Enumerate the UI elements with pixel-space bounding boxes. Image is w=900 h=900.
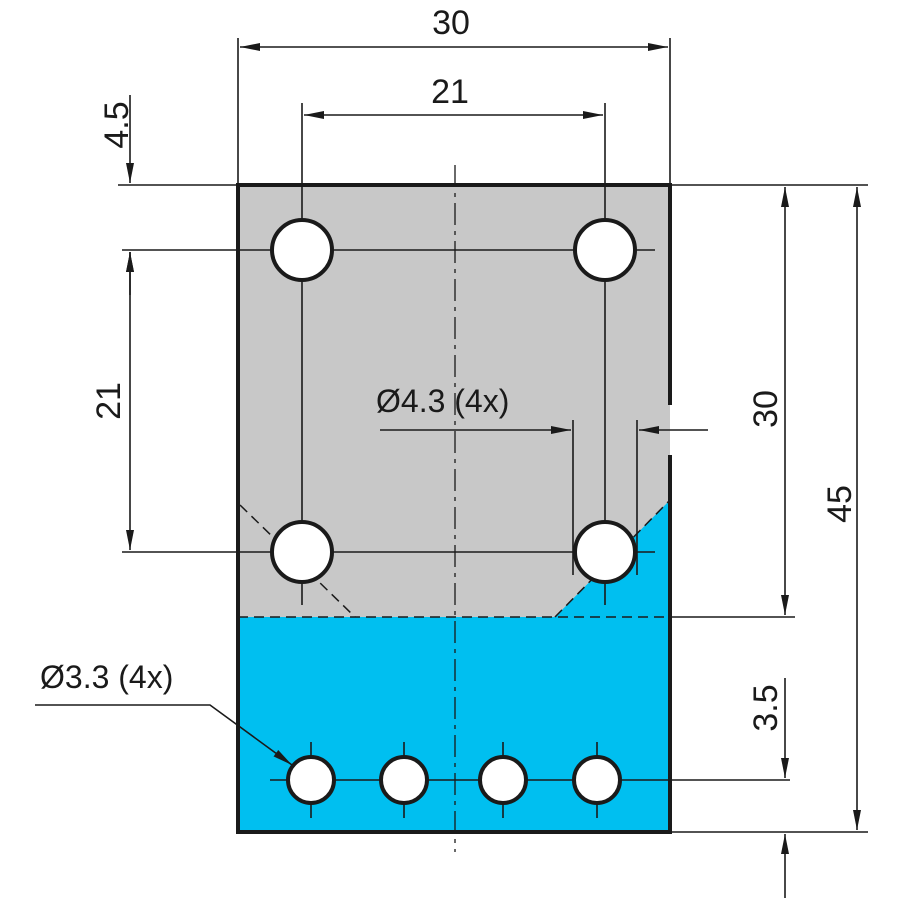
note-large-holes: Ø4.3 (4x): [376, 383, 509, 419]
large-hole-bottom-left: [270, 520, 334, 584]
small-hole-2: [379, 755, 429, 805]
dim-overall-height: 45: [821, 485, 859, 523]
dim-top-offset: 4.5: [98, 101, 136, 148]
dim-upper-plate-height: 30: [747, 390, 785, 428]
small-hole-3: [478, 755, 528, 805]
dim-hole-spacing-width: 21: [431, 73, 469, 111]
large-hole-top-right: [573, 218, 637, 282]
small-hole-1: [286, 755, 336, 805]
note-small-holes: Ø3.3 (4x): [40, 659, 173, 695]
leader-small-holes: [35, 704, 293, 766]
dim-hole-spacing-height: 21: [90, 382, 128, 420]
large-hole-bottom-right: [573, 520, 637, 584]
dim-bottom-offset: 3.5: [747, 684, 785, 731]
small-hole-4: [572, 755, 622, 805]
dim-overall-width: 30: [432, 4, 470, 42]
large-hole-top-left: [270, 218, 334, 282]
plate-outline: [236, 183, 672, 834]
